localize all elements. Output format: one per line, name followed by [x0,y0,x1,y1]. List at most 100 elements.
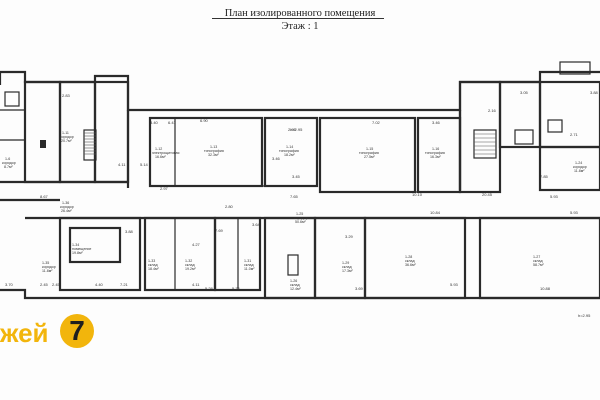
dimension-label: 2.83 [62,93,71,98]
dimension-label: 4.11 [118,162,126,167]
dimension-label: 7.85 [540,174,549,179]
room-label: 36.6м² [405,263,416,267]
room-label: 16.6м² [155,155,166,159]
room-label: 8.7м² [4,165,13,169]
room-label: типография [359,151,379,155]
dimension-label: 5.14 [140,162,149,167]
room-label: склад [405,259,416,263]
dimension-label: 6.41 [168,120,177,125]
dimension-label: 2.95 [288,127,297,132]
dimension-label: 2.45 [52,282,61,287]
room-label: склад [533,259,544,263]
left-staircase [83,129,97,161]
dimension-label: 3.46 [272,156,281,161]
dimension-label: 6.90 [200,118,209,123]
room-label: 1-14 [286,145,293,149]
lower-rooms [25,216,600,300]
room-label: 18.4м² [148,267,159,271]
room-label: 11.8м² [42,269,53,273]
room-label: 16.3м² [430,155,441,159]
dimension-label: 7.21 [120,282,129,287]
right-wing [458,61,600,194]
room-label: коридор [294,216,308,220]
dimension-label: 5.93 [570,210,579,215]
dimension-label: 7.69 [215,228,224,233]
dimension-label: 3.05 [520,90,529,95]
room-label: 58.7м² [533,263,544,267]
dimension-label: 5.74 [232,286,241,291]
room-label: склад [185,263,196,267]
room-label: 17.3м² [342,269,353,273]
dimension-label: 3.70 [5,282,14,287]
room-label: 1-12 [155,147,162,151]
dimension-label: 3.69 [355,286,364,291]
dimension-label: 2.45 [40,282,49,287]
room-label: 1-36 [62,201,69,205]
dimension-label: 10.84 [430,210,441,215]
plan-title: План изолированного помещения [224,8,376,19]
room-label: склад [244,263,255,267]
room-label: 1-29 [342,261,349,265]
ceiling-height-note: h=2.95 [290,127,303,132]
room-label: 1-15 [366,147,373,151]
room-label: коридор [573,165,587,169]
room-label: 18.2м² [284,153,295,157]
logo-text: жей [0,318,49,348]
left-wing [0,80,130,202]
room-label: типография [425,151,445,155]
room-label: коридор [42,265,56,269]
room-label: 11.0м² [244,267,255,271]
room-label: склад [290,283,301,287]
room-label: 1-28 [405,255,412,259]
room-label: 26.4м² [61,209,72,213]
room-label: 11.8м² [574,169,585,173]
room-label: 1-6 [5,157,10,161]
right-staircase [473,129,497,159]
room-label: 1-32 [185,259,192,263]
dimension-label: 3.46 [432,120,441,125]
dimension-label: 3.88 [590,90,599,95]
dimension-label: 3.29 [345,234,354,239]
room-label: типография [204,149,224,153]
dimension-label: 20.45 [482,192,493,197]
dimension-label: 3.40 [150,120,159,125]
room-label: типография [279,149,299,153]
dimension-label: 10.88 [540,286,551,291]
room-label: 19.2м² [185,267,196,271]
room-label: 1-31 [244,259,251,263]
room-label: помещение [72,247,91,251]
dimension-label: 5.93 [450,282,459,287]
room-label: 27.5м² [364,155,375,159]
dimension-label: 7.65 [290,194,299,199]
dimension-label: 4.40 [95,282,104,287]
room-label: склад [148,263,159,267]
dimension-label: 3.64 [252,222,261,227]
dimension-label: 2.16 [488,108,497,113]
dimension-label: 2.71 [570,132,579,137]
room-label: 1-27 [533,255,540,259]
room-label: 1-11 [62,131,69,135]
dimension-label: 3.45 [292,174,301,179]
room-label: 1-34 [72,243,79,247]
dimension-label: 10.10 [412,192,423,197]
dimension-label: 5.28 [205,286,214,291]
dimension-label: 4.11 [192,282,200,287]
dimension-label: 7.02 [372,120,381,125]
room-label: коридор [60,135,74,139]
dimension-label: 4.27 [192,242,201,247]
title-underline [212,18,384,19]
room-label: 50.6м² [295,220,306,224]
dimension-label: 2.97 [160,186,169,191]
dimension-label: 5.93 [550,194,559,199]
room-label: 32.3м² [208,153,219,157]
room-label: 1-35 [42,261,49,265]
dimension-label: 3.88 [125,229,134,234]
room-label: 1-13 [210,145,217,149]
room-label: коридор [60,205,74,209]
room-label: 1-26 [290,279,297,283]
room-label: 12.4м² [290,287,301,291]
room-label: 1-33 [148,259,155,263]
room-label: электрощитовая [152,151,180,155]
